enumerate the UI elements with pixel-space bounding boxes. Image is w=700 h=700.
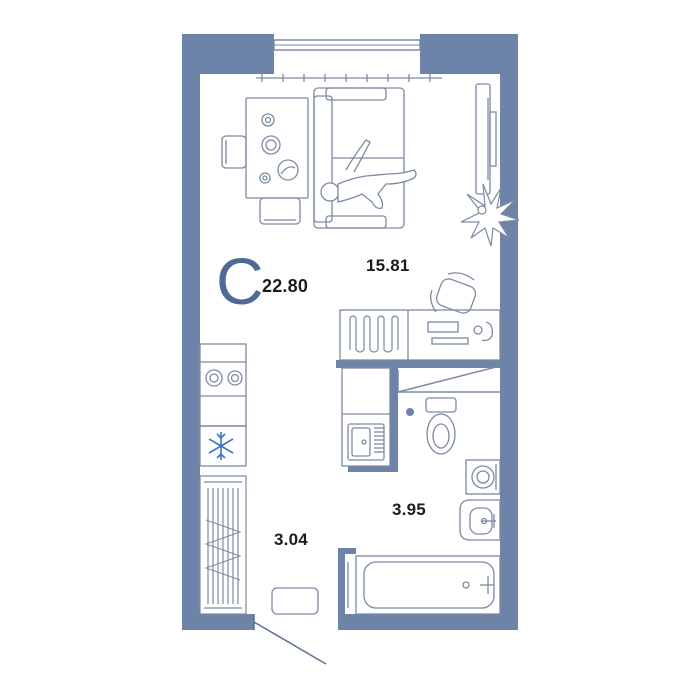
radiator-icon	[256, 74, 442, 82]
person-icon	[320, 139, 417, 210]
stove-icon	[199, 343, 247, 427]
desk-icon	[339, 309, 501, 361]
vent-shaft	[397, 365, 501, 393]
chair-icon	[430, 272, 477, 314]
tv-icon	[475, 83, 497, 195]
hallway-area-label: 3.04	[274, 530, 308, 549]
fridge-snowflake-icon	[199, 425, 247, 467]
wardrobe-icon	[199, 475, 247, 615]
apartment-type-letter: С	[216, 244, 264, 318]
kitchen-sink-icon	[341, 367, 391, 467]
riser-dot	[406, 408, 414, 416]
plant-icon	[460, 183, 520, 247]
sofa-icon	[313, 87, 405, 229]
washbasin-icon	[459, 499, 501, 541]
entrance-door-icon	[253, 614, 327, 665]
living-room-area-label: 15.81	[366, 256, 410, 275]
bathroom-area-label: 3.95	[392, 500, 426, 519]
radiator-icon	[349, 315, 399, 353]
door-mat-icon	[271, 587, 319, 615]
dining-table-icon	[245, 97, 309, 199]
bathtub-icon	[347, 555, 501, 615]
total-area-label: 22.80	[262, 276, 309, 296]
chair-icon	[221, 135, 301, 225]
toilet-icon	[425, 397, 457, 455]
walls	[182, 34, 518, 630]
window-icon	[273, 39, 421, 51]
washing-machine-icon	[465, 459, 501, 495]
